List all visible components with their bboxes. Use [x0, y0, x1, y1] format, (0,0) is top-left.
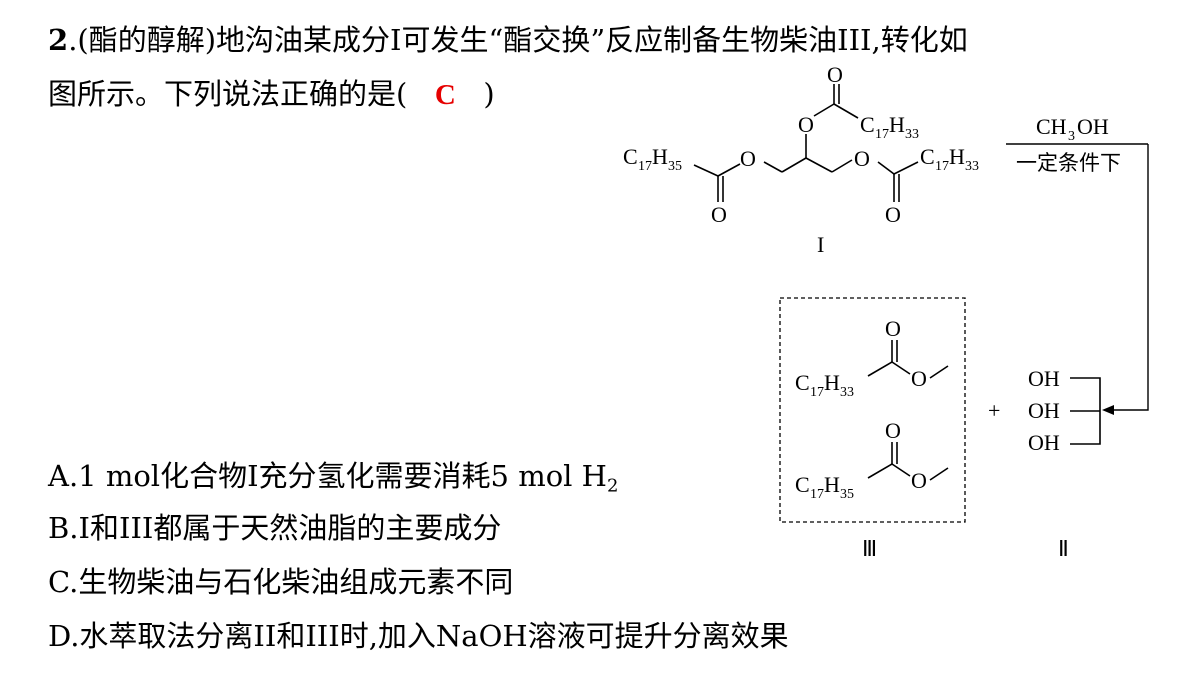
option-b: B.I和III都属于天然油脂的主要成分 — [48, 511, 502, 545]
compound-III-labels: O C 17 H 33 O O C 17 H 35 O Ⅲ — [795, 316, 927, 561]
product-III-box — [779, 297, 966, 523]
formula-sub: 33 — [905, 127, 919, 142]
formula-H: H — [949, 144, 965, 169]
hydroxyl-label: OH — [1028, 430, 1060, 455]
condition-text: 一定条件下 — [1016, 151, 1121, 175]
reagent-ch: CH — [1036, 114, 1067, 139]
question-text-1: .(酯的醇解)地沟油某成分I可发生“酯交换”反应制备生物柴油III,转化如 — [68, 23, 968, 57]
compound-II-label: Ⅱ — [1058, 536, 1069, 561]
option-c: C.生物柴油与石化柴油组成元素不同 — [48, 565, 514, 599]
option-a-text: A.1 mol化合物I充分氢化需要消耗5 mol H — [48, 459, 607, 493]
question-line-2: 图所示。下列说法正确的是( C) — [48, 76, 495, 113]
arrow-head-icon — [1102, 405, 1114, 415]
question-text-2: 图所示。下列说法正确的是( — [48, 77, 408, 111]
plus-sign: + — [988, 398, 1000, 423]
formula-C: C — [795, 370, 810, 395]
carbonyl-oxygen: O — [885, 316, 901, 341]
formula-sub: 17 — [810, 385, 824, 400]
compound-II: OH OH OH Ⅱ — [1028, 366, 1101, 561]
formula-H: H — [889, 112, 905, 137]
ester-oxygen: O — [911, 468, 927, 493]
ester-oxygen: O — [740, 146, 756, 171]
reagent-subscript: 3 — [1068, 129, 1075, 144]
reagent-oh: OH — [1077, 114, 1109, 139]
formula-sub: 35 — [668, 159, 682, 174]
carbonyl-oxygen: O — [885, 202, 901, 227]
formula-sub: 33 — [840, 385, 854, 400]
compound-I-labels: C 17 H 35 O O O O C 17 H 33 O O C 17 H 3… — [623, 62, 979, 257]
answer-letter: C — [434, 79, 456, 111]
formula-sub: 17 — [638, 159, 652, 174]
formula-sub: 33 — [965, 159, 979, 174]
ester-oxygen: O — [798, 112, 814, 137]
formula-sub: 35 — [840, 487, 854, 502]
compound-III-label: Ⅲ — [862, 536, 877, 561]
carbonyl-oxygen: O — [827, 62, 843, 87]
formula-sub: 17 — [810, 487, 824, 502]
compound-III-bonds — [867, 340, 949, 481]
formula-H: H — [824, 472, 840, 497]
hydroxyl-label: OH — [1028, 366, 1060, 391]
ester-oxygen: O — [911, 366, 927, 391]
formula-C: C — [860, 112, 875, 137]
formula-sub: 17 — [875, 127, 889, 142]
carbonyl-oxygen: O — [885, 418, 901, 443]
reaction-arrow: CH 3 OH 一定条件下 — [1006, 114, 1149, 415]
formula-C: C — [920, 144, 935, 169]
question-text-2-end: ) — [483, 77, 495, 111]
question-number: 2 — [48, 23, 69, 57]
compound-I-bonds — [693, 84, 919, 202]
compound-I-label: I — [817, 232, 824, 257]
formula-H: H — [652, 144, 668, 169]
carbonyl-oxygen: O — [711, 202, 727, 227]
ester-oxygen: O — [854, 146, 870, 171]
option-d: D.水萃取法分离II和III时,加入NaOH溶液可提升分离效果 — [48, 619, 789, 653]
option-a-subscript: 2 — [606, 475, 619, 497]
question-line-1: 2.(酯的醇解)地沟油某成分I可发生“酯交换”反应制备生物柴油III,转化如 — [48, 22, 968, 58]
formula-H: H — [824, 370, 840, 395]
formula-sub: 17 — [935, 159, 949, 174]
hydroxyl-label: OH — [1028, 398, 1060, 423]
option-a: A.1 mol化合物I充分氢化需要消耗5 mol H2 — [48, 458, 618, 504]
formula-C: C — [795, 472, 810, 497]
formula-C: C — [623, 144, 638, 169]
